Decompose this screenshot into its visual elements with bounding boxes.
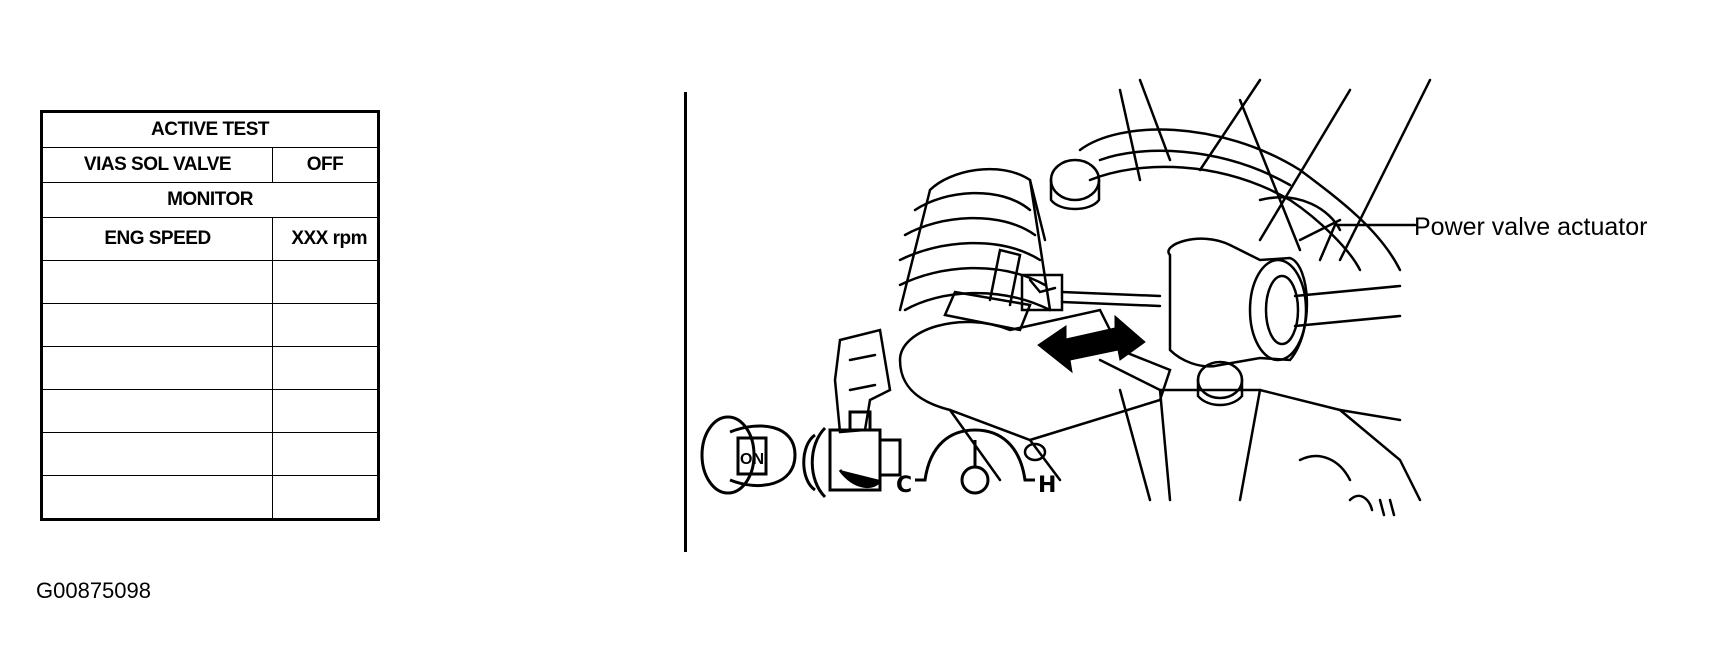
table-row bbox=[41, 303, 380, 347]
figure-code: G00875098 bbox=[36, 578, 151, 603]
engine-running-icon bbox=[802, 410, 902, 499]
vias-sol-valve-value: OFF bbox=[271, 147, 380, 183]
table-row bbox=[41, 389, 380, 433]
power-valve-actuator-callout: Power valve actuator bbox=[1414, 213, 1648, 241]
ignition-key-icon bbox=[700, 415, 797, 495]
table-row bbox=[41, 346, 380, 390]
table-row bbox=[41, 475, 380, 520]
active-test-table: ACTIVE TEST VIAS SOL VALVE OFF MONITOR E… bbox=[40, 110, 381, 521]
active-test-header: ACTIVE TEST bbox=[40, 111, 380, 148]
ignition-on-label: ON bbox=[740, 451, 764, 468]
temperature-gauge-icon bbox=[915, 428, 1035, 495]
table-row bbox=[41, 260, 380, 304]
engine-diagram: ON C H bbox=[700, 78, 1432, 517]
divider bbox=[684, 92, 687, 552]
monitor-header: MONITOR bbox=[40, 182, 380, 218]
eng-speed-value: XXX rpm bbox=[271, 217, 380, 261]
vias-sol-valve-label: VIAS SOL VALVE bbox=[41, 147, 273, 183]
double-arrow-icon bbox=[1037, 314, 1146, 374]
eng-speed-label: ENG SPEED bbox=[41, 217, 273, 261]
gauge-hot-label: H bbox=[1038, 473, 1056, 498]
table-row bbox=[41, 432, 380, 476]
gauge-cold-label: C bbox=[896, 473, 912, 498]
